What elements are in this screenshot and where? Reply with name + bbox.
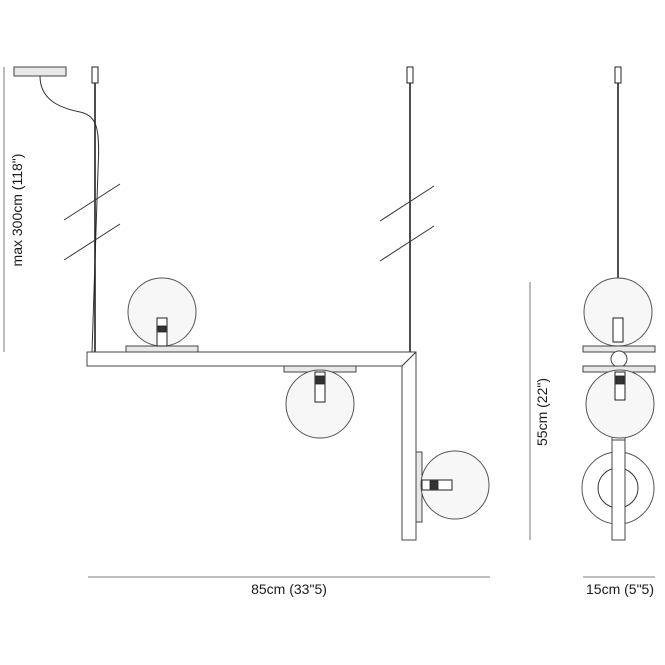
ceiling-canopy (13, 66, 67, 77)
lamp-socket (612, 317, 624, 343)
lamp-socket-detail (315, 375, 325, 385)
glass-globe (585, 369, 655, 439)
dimension-height: 55cm (22") (529, 282, 550, 540)
cable-grip-right (406, 66, 414, 84)
lamp-socket (314, 371, 326, 403)
lamp-socket-detail (157, 325, 167, 333)
lamp-socket-detail (615, 375, 625, 385)
lamp-socket-detail (429, 480, 439, 490)
dimension-label-width: 85cm (33"5) (251, 581, 327, 597)
side-view (581, 66, 656, 541)
l-frame (86, 351, 417, 541)
break-mark (63, 223, 121, 261)
glass-globe (420, 450, 490, 520)
l-frame-miter (401, 351, 417, 367)
front-view (13, 66, 490, 541)
globe-lamp-middle (283, 365, 357, 439)
dimension-width: 85cm (33"5) (88, 576, 490, 597)
cable-grip-left (91, 66, 99, 84)
dimension-label-height: 55cm (22") (534, 378, 550, 446)
frame-leg-front (611, 439, 626, 541)
mounting-plate (125, 345, 199, 353)
dimension-max-height: max 300cm (118") (3, 67, 25, 352)
dimension-label-max-height: max 300cm (118") (9, 154, 25, 267)
power-cord (39, 75, 100, 353)
frame-joint (610, 350, 628, 368)
glass-globe (285, 369, 355, 439)
lamp-socket (614, 371, 626, 401)
break-mark (379, 225, 435, 262)
break-mark (63, 183, 121, 221)
globe-lamp-side (415, 450, 490, 523)
dimension-label-depth: 15cm (5"5) (586, 581, 654, 597)
break-mark (379, 185, 435, 222)
globe-lamp-top (125, 277, 199, 353)
cable-grip-side (614, 66, 622, 84)
dimension-depth: 15cm (5"5) (583, 576, 655, 597)
